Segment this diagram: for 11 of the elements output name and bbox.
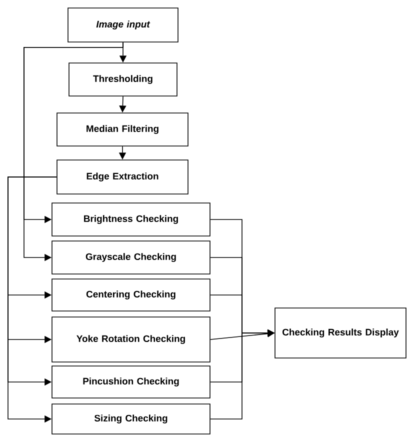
process-box: Pincushion Checking	[52, 366, 210, 398]
process-box: Sizing Checking	[52, 404, 210, 434]
process-box: Image input	[68, 8, 178, 42]
process-box: Thresholding	[68, 62, 178, 96]
process-box: Checking Results Display	[274, 308, 406, 358]
process-box: Centering Checking	[52, 278, 210, 312]
process-box: Brightness Checking	[52, 202, 210, 236]
process-box: Edge Extraction	[56, 160, 188, 194]
process-box: Yoke Rotation Checking	[52, 316, 210, 362]
process-box: Grayscale Checking	[52, 240, 210, 274]
process-box: Median Filtering	[56, 112, 188, 146]
